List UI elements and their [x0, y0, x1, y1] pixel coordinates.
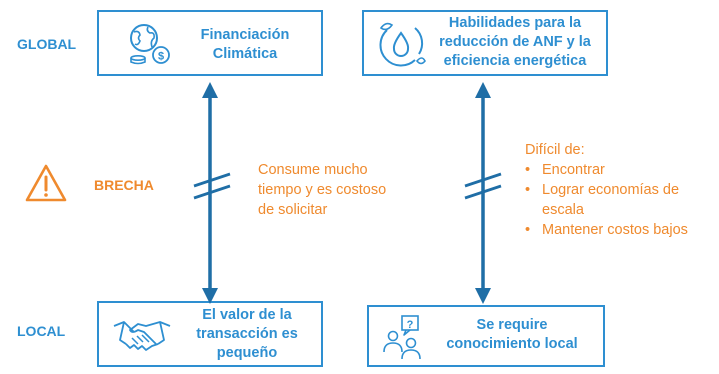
gap-left-text: Consume mucho tiempo y es costoso de sol… [258, 160, 408, 220]
local-knowledge-line2: conocimiento local [446, 336, 578, 352]
global-finance-line1: Financiación [200, 27, 290, 43]
global-skills-line2: reducción de ANF y la [439, 34, 591, 50]
gap-right-item: Mantener costos bajos [525, 220, 715, 240]
people-question-icon: ? [383, 315, 421, 360]
local-transaction-text: El valor de la transacción es pequeño [184, 306, 310, 363]
gap-right-text: Difícil de: Encontrar Lograr economías d… [525, 140, 715, 240]
global-finance-text: Financiación Climática [182, 26, 308, 64]
level-global-label: GLOBAL [17, 36, 77, 52]
gap-right-heading: Difícil de: [525, 142, 585, 158]
water-drop-leaf-icon [379, 22, 426, 67]
level-gap-label: BRECHA [94, 177, 154, 193]
local-transaction-box [97, 301, 323, 367]
handshake-icon [113, 321, 171, 351]
global-skills-line1: Habilidades para la [448, 15, 582, 31]
global-skills-text: Habilidades para la reducción de ANF y l… [429, 14, 601, 71]
gap-left-line1: Consume mucho [258, 162, 368, 178]
local-transaction-line1: El valor de la [202, 307, 292, 323]
gap-left-line3: de solicitar [258, 202, 328, 218]
gap-right-list: Encontrar Lograr economías de escala Man… [525, 160, 715, 240]
gap-right-item: Lograr economías de [525, 180, 715, 200]
local-transaction-line2: transacción es [196, 326, 298, 342]
global-finance-box [97, 10, 323, 76]
local-transaction-line3: pequeño [216, 345, 278, 361]
svg-text:?: ? [407, 319, 414, 331]
local-knowledge-line1: Se require [476, 317, 548, 333]
gap-right-item: Encontrar [525, 160, 715, 180]
level-local-label: LOCAL [17, 323, 66, 339]
global-finance-line2: Climática [212, 46, 278, 62]
right-gap-break [464, 172, 502, 200]
globe-money-icon: $ [130, 24, 170, 65]
svg-text:$: $ [158, 51, 164, 63]
gap-right-item-continuation: escala [542, 202, 584, 218]
local-knowledge-text: Se require conocimiento local [428, 316, 596, 354]
left-gap-break [193, 172, 231, 200]
global-skills-line3: eficiencia energética [443, 53, 587, 69]
warning-icon [25, 164, 67, 202]
gap-left-line2: tiempo y es costoso [258, 182, 387, 198]
